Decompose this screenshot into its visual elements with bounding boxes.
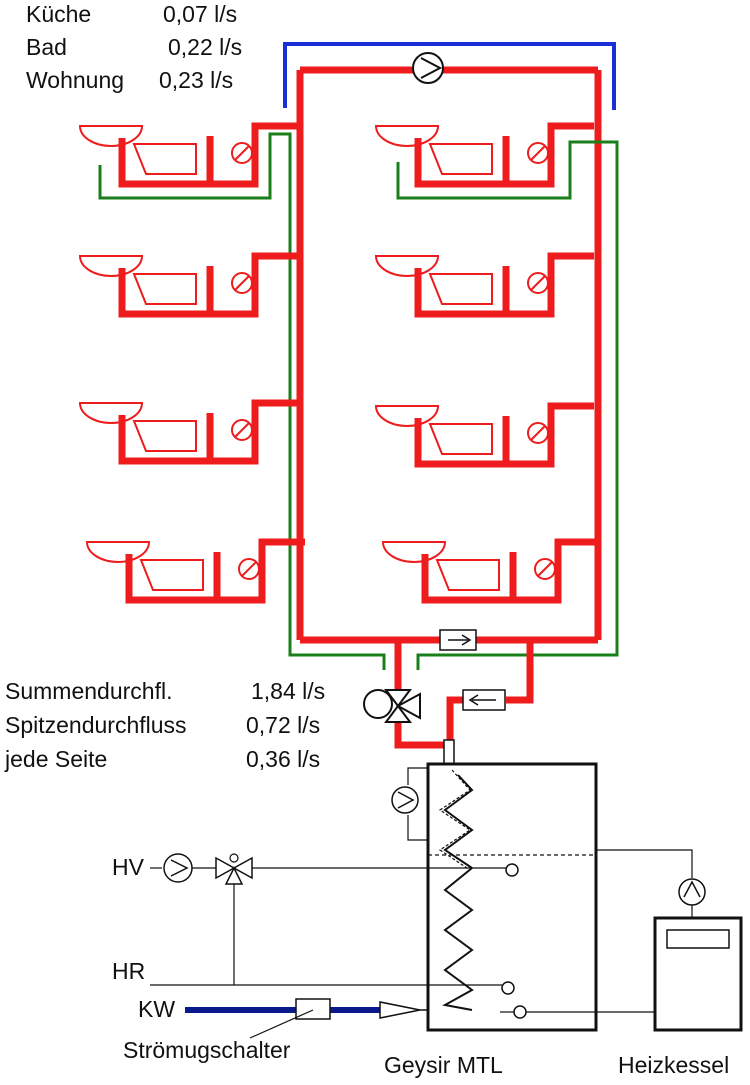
flow-row-name: Spitzendurchfluss	[5, 712, 187, 738]
storage-tank	[426, 762, 598, 1032]
apartment-unit	[80, 126, 298, 184]
label-kw: KW	[138, 996, 176, 1022]
label-boiler: Heizkessel	[618, 1052, 730, 1078]
flow-row-name: Summendurchfl.	[5, 678, 173, 704]
flow-row-value: 1,84 l/s	[251, 678, 326, 704]
label-hv: HV	[112, 854, 144, 880]
three-way-valve	[363, 689, 421, 723]
flow-row-name: Wohnung	[26, 67, 125, 93]
flow-row-value: 0,72 l/s	[246, 712, 321, 738]
flow-row-name: jede Seite	[5, 746, 108, 772]
label-flow-switch: Strömugschalter	[123, 1037, 291, 1063]
flow-row-name: Bad	[26, 34, 67, 60]
apartment-unit	[87, 542, 305, 600]
flow-row-value: 0,07 l/s	[163, 1, 238, 27]
label-hr: HR	[112, 958, 146, 984]
flow-indicator	[439, 629, 477, 651]
return-line-top	[283, 42, 616, 110]
flow-row-value: 0,23 l/s	[159, 67, 234, 93]
flow-row-value: 0,22 l/s	[168, 34, 243, 60]
mixing-valve	[215, 853, 253, 885]
heating-pump	[163, 853, 193, 883]
cold-water-line	[185, 998, 428, 1039]
label-storage: Geysir MTL	[384, 1052, 503, 1078]
apartment-unit	[376, 126, 594, 184]
heating-lines	[150, 849, 693, 1013]
apartment-unit	[376, 256, 594, 314]
charge-pump-loop	[391, 767, 428, 841]
boiler-pump	[678, 878, 706, 906]
apartment-unit	[80, 256, 298, 314]
boiler	[653, 916, 743, 1032]
flow-row-value: 0,36 l/s	[246, 746, 321, 772]
circulation-pump-top	[412, 52, 444, 84]
storage-inlet	[443, 739, 455, 767]
flow-row-name: Küche	[26, 1, 92, 27]
circulation-lines	[98, 132, 619, 670]
apartment-unit	[376, 406, 594, 464]
return-flow-indicator	[462, 689, 506, 711]
apartment-unit	[80, 403, 298, 461]
apartment-unit	[383, 542, 601, 600]
